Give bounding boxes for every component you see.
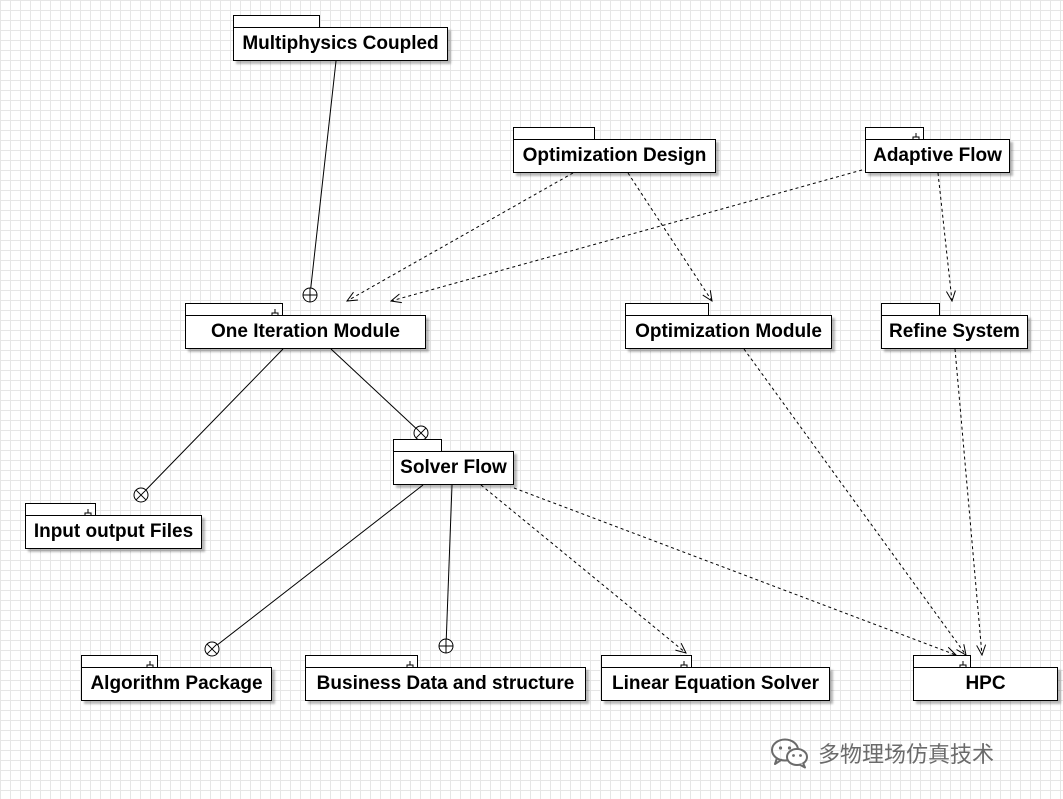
relation-optimization-module-to-hpc [743,348,966,655]
relation-optimization-design-to-optimization-module [627,172,712,301]
package-glyph-icon [146,657,154,669]
relation-one-iteration-to-input-output-terminal-cross [135,489,147,501]
package-multiphysics-coupled[interactable]: Multiphysics Coupled [233,15,448,61]
package-optimization-module[interactable]: Optimization Module [625,303,832,349]
relation-multiphysics-to-one-iteration-terminal-cross [303,288,317,302]
package-adaptive-flow[interactable]: Adaptive Flow [865,127,1010,173]
relation-solver-flow-to-hpc [513,487,956,655]
package-linear-equation-solver[interactable]: Linear Equation Solver [601,655,830,701]
package-algorithm-package[interactable]: Algorithm Package [81,655,272,701]
watermark-text: 多物理场仿真技术 [818,743,995,768]
relation-multiphysics-to-one-iteration [309,60,337,296]
package-label: Optimization Design [513,139,716,173]
package-glyph-icon [406,657,414,669]
package-glyph-icon [271,305,279,317]
package-glyph-icon [959,657,967,669]
package-label: Input output Files [25,515,202,549]
package-glyph-icon [84,505,92,517]
relation-optimization-design-to-one-iteration [347,172,574,301]
package-label: One Iteration Module [185,315,426,349]
relation-adaptive-flow-to-refine-system [937,172,952,301]
package-label: Solver Flow [393,451,514,485]
relation-solver-flow-to-algorithm [211,484,424,650]
relation-one-iteration-to-input-output [140,348,284,496]
package-label: HPC [913,667,1058,701]
package-input-output-files[interactable]: Input output Files [25,503,202,549]
package-label: Business Data and structure [305,667,586,701]
package-label: Refine System [881,315,1028,349]
package-label: Linear Equation Solver [601,667,830,701]
watermark: 多物理场仿真技术 [770,736,994,770]
package-solver-flow[interactable]: Solver Flow [393,439,514,485]
relations-layer [133,60,982,657]
package-label: Algorithm Package [81,667,272,701]
wechat-icon [771,738,808,769]
package-glyph-icon [680,657,688,669]
relation-refine-system-to-hpc [954,348,982,655]
relation-solver-flow-to-business-data-terminal-cross [439,639,453,653]
package-glyph-icon [912,129,920,141]
relation-one-iteration-to-solver-flow-terminal-cross [415,427,427,439]
relation-solver-flow-to-linear-solver [480,484,686,653]
package-business-data-and-structure[interactable]: Business Data and structure [305,655,586,701]
package-hpc[interactable]: HPC [913,655,1058,701]
relation-one-iteration-to-solver-flow [330,348,422,434]
package-label: Adaptive Flow [865,139,1010,173]
package-label: Optimization Module [625,315,832,349]
package-optimization-design[interactable]: Optimization Design [513,127,716,173]
package-one-iteration-module[interactable]: One Iteration Module [185,303,426,349]
relation-solver-flow-to-business-data [445,484,453,647]
package-refine-system[interactable]: Refine System [881,303,1028,349]
relation-solver-flow-to-algorithm-terminal-cross [206,643,218,655]
package-label: Multiphysics Coupled [233,27,448,61]
